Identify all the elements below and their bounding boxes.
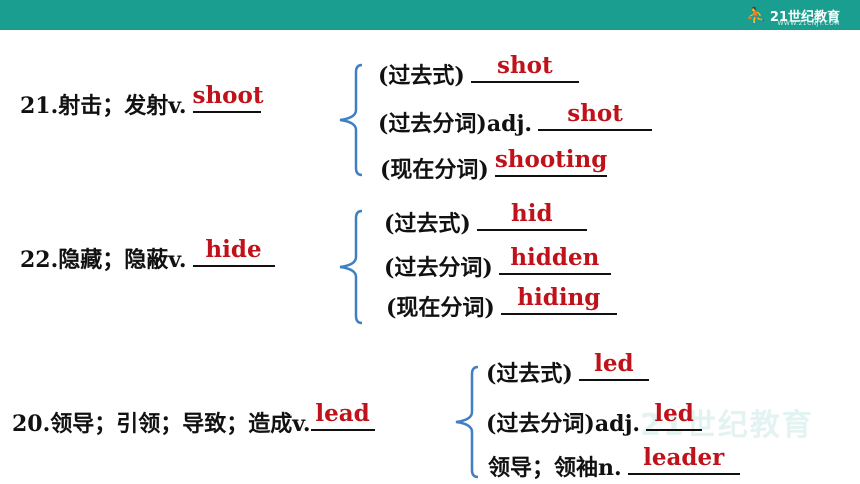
logo-text: 21世纪教育 (769, 9, 840, 25)
answer-blank: led (646, 400, 703, 431)
header-bar: ⛹ 21世纪教育 WWW.21CNJY.COM (0, 0, 860, 30)
stem-line-1: 21.射击；发射v. shoot (20, 82, 264, 120)
form-line-2-1: (过去式) hid (384, 200, 587, 238)
stem-prefix-1: 21.射击；发射v. (20, 93, 187, 119)
answer-text: led (654, 400, 694, 427)
answer-text: shot (567, 100, 623, 127)
answer-blank: shooting (494, 146, 607, 177)
stem-prefix-3: 20.领导；引领；导致；造成v. (12, 411, 311, 437)
watermark-logo: 21世纪教育 (640, 408, 814, 443)
answer-text: hid (511, 200, 553, 227)
answer-blank-1: shoot (192, 82, 264, 113)
answer-text: hide (205, 236, 262, 263)
runner-icon: ⛹ (745, 5, 766, 25)
stem-line-3: 20.领导；引领；导致；造成v. lead (12, 400, 375, 438)
form-label: (过去式) (384, 211, 471, 237)
stem-prefix-2: 22.隐藏；隐蔽v. (20, 247, 187, 273)
form-line-1-3: (现在分词) shooting (380, 146, 607, 184)
brace-2 (339, 209, 363, 325)
form-label: (过去分词)adj. (486, 411, 641, 437)
answer-text: shooting (494, 146, 608, 173)
form-line-3-2: (过去分词)adj. led (486, 400, 703, 438)
stem-line-2: 22.隐藏；隐蔽v. hide (20, 236, 275, 274)
answer-blank: leader (627, 444, 740, 475)
form-line-1-1: (过去式) shot (378, 52, 579, 90)
form-label: (现在分词) (380, 157, 489, 183)
form-label: (过去式) (378, 63, 465, 89)
answer-text: led (594, 350, 634, 377)
answer-text: lead (315, 400, 370, 427)
answer-blank-2: hide (192, 236, 275, 267)
answer-text: hidden (510, 244, 600, 271)
brace-1 (339, 63, 363, 177)
answer-blank-3: lead (310, 400, 375, 431)
answer-text: leader (643, 444, 725, 471)
site-logo: ⛹ 21世纪教育 WWW.21CNJY.COM (745, 4, 840, 28)
form-label: 领导；领袖n. (488, 455, 622, 481)
answer-blank: hidden (498, 244, 611, 275)
answer-blank: hid (476, 200, 587, 231)
answer-text: shoot (192, 82, 264, 109)
form-line-3-1: (过去式) led (486, 350, 649, 388)
form-label: (过去分词)adj. (378, 111, 533, 137)
brace-3 (455, 365, 479, 479)
form-label: (现在分词) (386, 295, 495, 321)
form-line-2-2: (过去分词) hidden (384, 244, 611, 282)
form-line-2-3: (现在分词) hiding (386, 284, 617, 322)
answer-blank: shot (538, 100, 653, 131)
answer-blank: led (578, 350, 649, 381)
logo-subtext: WWW.21CNJY.COM (777, 20, 840, 27)
answer-blank: shot (470, 52, 579, 83)
answer-text: hiding (517, 284, 601, 311)
form-label: (过去式) (486, 361, 573, 387)
form-line-3-3: 领导；领袖n. leader (488, 444, 740, 482)
form-label: (过去分词) (384, 255, 493, 281)
form-line-1-2: (过去分词)adj. shot (378, 100, 653, 138)
answer-blank: hiding (500, 284, 617, 315)
answer-text: shot (497, 52, 553, 79)
